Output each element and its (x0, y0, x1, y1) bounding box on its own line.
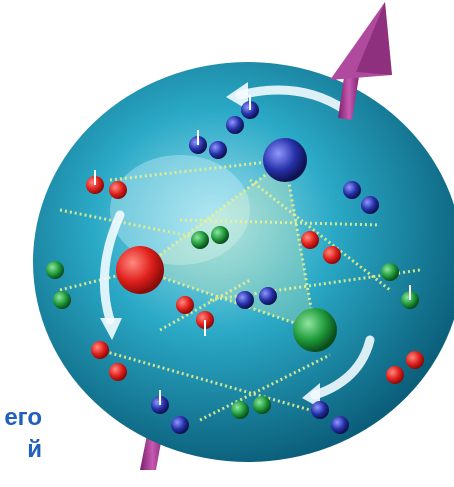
caption-line-2: й (27, 436, 42, 463)
inner-light (140, 160, 315, 330)
rotation-arrowheads (100, 82, 320, 408)
sea-quark-spins (94, 95, 411, 405)
valence-quark-blue (263, 138, 307, 182)
valence-quarks (116, 138, 337, 352)
spin-axis-upper (330, 2, 392, 120)
valence-quark-green (293, 308, 337, 352)
caption-line-1: его (4, 404, 42, 431)
valence-quark-red (116, 246, 164, 294)
caption-text: его й (0, 402, 60, 466)
rotation-arrows (99, 85, 375, 400)
